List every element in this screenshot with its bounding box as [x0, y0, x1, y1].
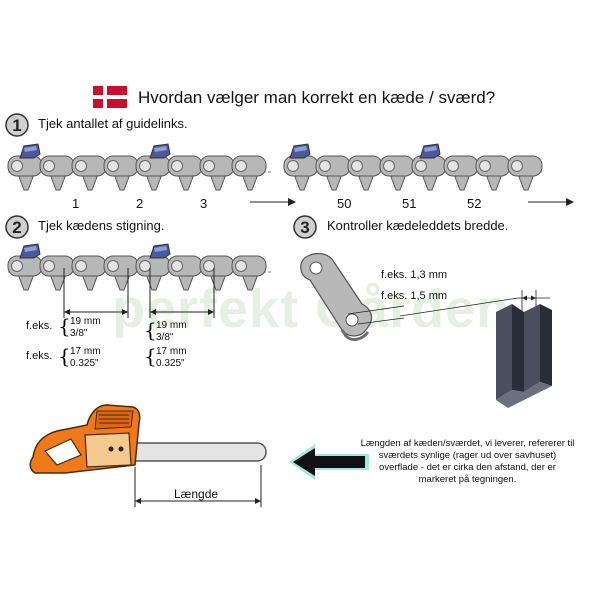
svg-text:1: 1 [12, 116, 21, 135]
pitch-metric-1: 19 mm [70, 316, 101, 327]
rivet [75, 260, 87, 272]
chain-count-2: 2 [136, 196, 144, 211]
rivet [479, 160, 491, 172]
svg-text:2: 2 [12, 218, 21, 237]
cutter-highlight [24, 146, 37, 152]
chainsaw-illustration [29, 404, 267, 507]
rivet [447, 160, 459, 172]
rivet [171, 160, 183, 172]
pitch-imperial-1b: 3/8" [156, 332, 174, 343]
step-3-badge: 3 [293, 215, 317, 239]
rivet [43, 260, 55, 272]
rivet [139, 260, 151, 272]
cutter-highlight [154, 146, 167, 152]
rivet [203, 260, 215, 272]
pitch-chain [7, 243, 272, 318]
chain-count-3: 3 [200, 196, 208, 211]
pitch-metric-2b: 17 mm [156, 346, 187, 357]
svg-text:3: 3 [300, 218, 309, 237]
step-2-badge: 2 [5, 215, 29, 239]
pitch-imperial-2: 0.325" [70, 358, 99, 369]
rivet [319, 160, 331, 172]
rivet [383, 160, 395, 172]
rivet [171, 260, 183, 272]
chain-link-plate [300, 252, 405, 341]
arrow-right-icon [528, 198, 574, 206]
pitch-imperial-2b: 0.325" [156, 358, 185, 369]
length-label: Længde [174, 487, 219, 501]
rivet [351, 160, 363, 172]
chain-segment-right [283, 143, 543, 191]
cutter-highlight [154, 246, 167, 252]
rivet [415, 160, 427, 172]
page-title: Hvordan vælger man korrekt en kæde / svæ… [138, 88, 496, 107]
chain-segment-left [7, 143, 272, 191]
pitch-prefix-1: f.eks. [26, 320, 53, 332]
width-spec-1: f.eks. 1,3 mm [381, 269, 448, 281]
pitch-prefix-2: f.eks. [26, 350, 53, 362]
watermark-text: perfekt Gården [112, 279, 511, 339]
rivet [139, 160, 151, 172]
rivet [235, 260, 247, 272]
chain-count-52: 52 [467, 196, 482, 211]
rivet [107, 160, 119, 172]
cutter-highlight [24, 246, 37, 252]
danish-flag-icon [93, 86, 127, 108]
cutter-highlight [424, 146, 437, 152]
pitch-metric-1b: 19 mm [156, 320, 187, 331]
brace-icon: { [58, 314, 71, 338]
arrow-right-icon [250, 198, 296, 206]
arrow-left-icon [289, 444, 369, 480]
bar-groove-section [400, 290, 552, 408]
rivet [203, 160, 215, 172]
step-1-label: Tjek antallet af guidelinks. [38, 116, 188, 131]
rivet [11, 260, 23, 272]
width-spec-2: f.eks. 1,5 mm [381, 290, 448, 302]
brace-icon: { [144, 344, 157, 368]
rivet [107, 260, 119, 272]
chain-count-1: 1 [72, 196, 80, 211]
rivet [11, 160, 23, 172]
rivet [235, 160, 247, 172]
step-3-label: Kontroller kædeleddets bredde. [327, 218, 509, 233]
cutter-highlight [294, 146, 307, 152]
chain-count-51: 51 [402, 196, 417, 211]
pitch-imperial-1: 3/8" [70, 328, 88, 339]
brace-icon: { [58, 344, 71, 368]
brace-icon: { [144, 318, 157, 342]
rivet [43, 160, 55, 172]
rivet [287, 160, 299, 172]
pitch-metric-2: 17 mm [70, 346, 101, 357]
rivet [511, 160, 523, 172]
rivet [75, 160, 87, 172]
step-1-badge: 1 [5, 113, 29, 137]
chain-count-50: 50 [337, 196, 352, 211]
step-2-label: Tjek kædens stigning. [38, 218, 165, 233]
length-description: Længden af kæden/sværdet, vi leverer, re… [360, 438, 575, 485]
